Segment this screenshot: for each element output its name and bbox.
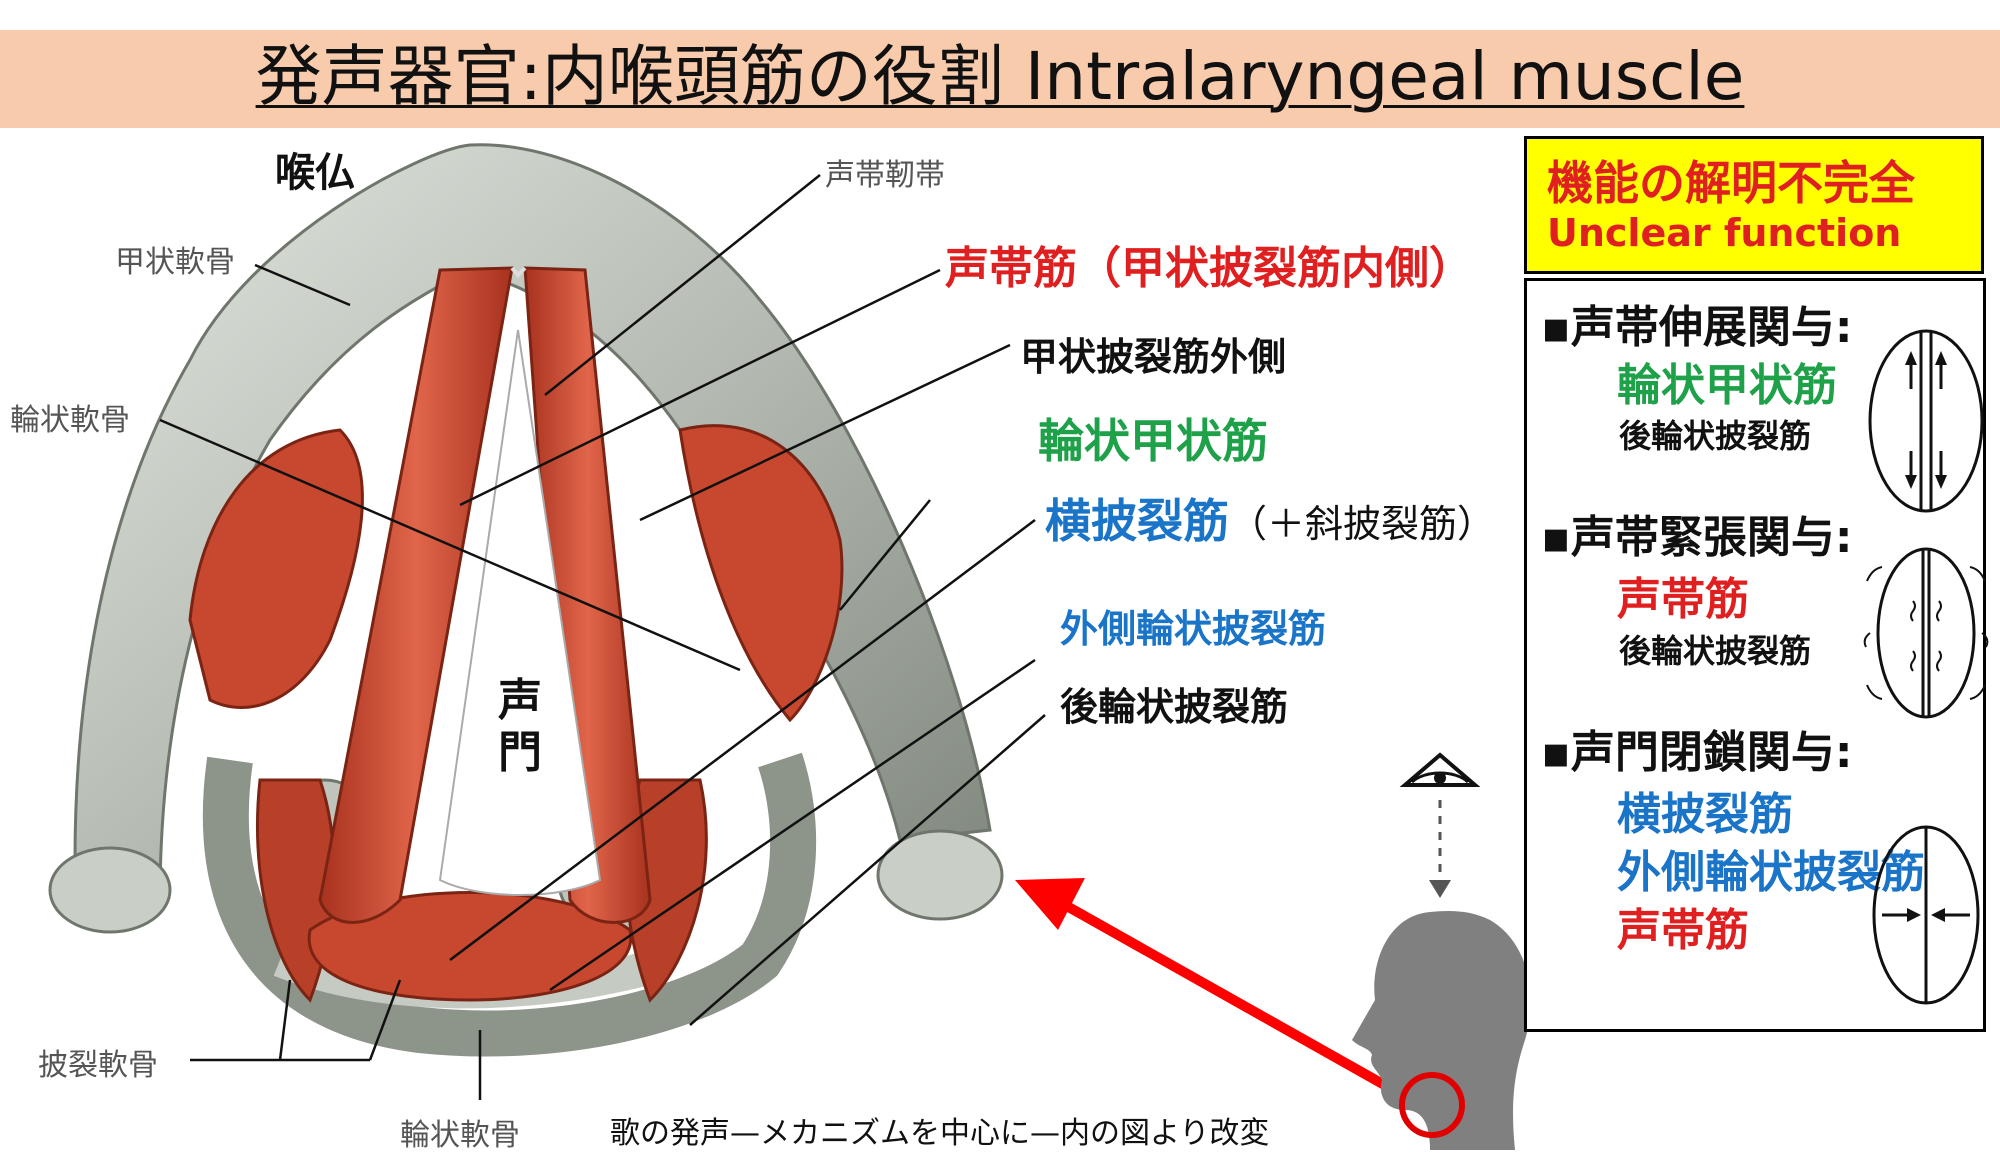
transverse-arytenoid-label: 横披裂筋	[1045, 494, 1229, 548]
closure-item-3: 声帯筋	[1617, 905, 1749, 956]
stretch-main: 輪状甲状筋	[1617, 360, 1837, 411]
leader-lines	[159, 174, 1046, 1100]
posterior-muscle-shape	[255, 778, 708, 1003]
larynx-illustration	[48, 143, 1423, 1110]
thyroid-cartilage-shape	[48, 143, 1004, 934]
lateral-cricoarytenoid-label: 外側輪状披裂筋	[1060, 607, 1327, 651]
thyroarytenoid-lateral-label: 甲状披裂筋外側	[1020, 335, 1287, 379]
tension-heading: ▪声帯緊張関与:	[1541, 512, 1853, 563]
tension-sub: 後輪状披裂筋	[1619, 632, 1812, 670]
cricothyroid-label: 輪状甲状筋	[1038, 414, 1268, 468]
stretch-heading: ▪声帯伸展関与:	[1541, 302, 1853, 353]
oblique-arytenoid-label: （＋斜披裂筋）	[1229, 502, 1496, 546]
caption: 歌の発声—メカニズムを中心に—内の図より改変	[610, 1116, 1270, 1151]
glottis-label: 声門	[498, 675, 542, 778]
vocal-fold-closure-icon	[1872, 825, 1980, 1005]
thyroid-cartilage-label: 甲状軟骨	[115, 245, 235, 280]
transverse-arytenoid-group: 横披裂筋（＋斜披裂筋）	[1045, 485, 1495, 551]
closure-heading: ▪声門閉鎖関与:	[1541, 727, 1853, 778]
tension-main: 声帯筋	[1617, 574, 1749, 625]
cricothyroid-muscle-shape	[188, 424, 844, 723]
cricoid-cartilage-bottom-label: 輪状軟骨	[400, 1118, 520, 1153]
function-panel: ▪声帯伸展関与: 輪状甲状筋 後輪状披裂筋 ▪声帯緊張関与: 声帯筋 後輪状披裂…	[1524, 278, 1989, 1032]
unclear-function-notice: 機能の解明不完全 Unclear function	[1524, 136, 1984, 274]
cricoid-cartilage-left-label: 輪状軟骨	[10, 403, 130, 438]
closure-item-1: 横披裂筋	[1617, 789, 1793, 840]
adams-apple-label: 喉仏	[275, 150, 355, 196]
vocal-fold-muscle-shape	[318, 266, 652, 924]
notice-en: Unclear function	[1547, 211, 1902, 255]
glottis-opening-shape	[438, 329, 602, 896]
vocal-fold-tension-icon	[1863, 547, 1989, 719]
title-bar	[0, 30, 2000, 128]
posterior-cricoarytenoid-label: 後輪状披裂筋	[1060, 685, 1289, 729]
page-title: 発声器官:内喉頭筋の役割 Intralaryngeal muscle	[255, 38, 1745, 115]
vocalis-label: 声帯筋（甲状披裂筋内側）	[945, 243, 1473, 294]
closure-item-2: 外側輪状披裂筋	[1617, 847, 1925, 898]
notice-ja: 機能の解明不完全	[1547, 156, 1915, 210]
stretch-sub: 後輪状披裂筋	[1619, 417, 1812, 455]
arytenoid-cartilage-label: 披裂軟骨	[38, 1048, 158, 1083]
view-direction-arrow	[1015, 878, 1423, 1110]
vocal-fold-stretch-icon	[1868, 329, 1984, 513]
vocal-ligament-label: 声帯靭帯	[825, 158, 945, 193]
